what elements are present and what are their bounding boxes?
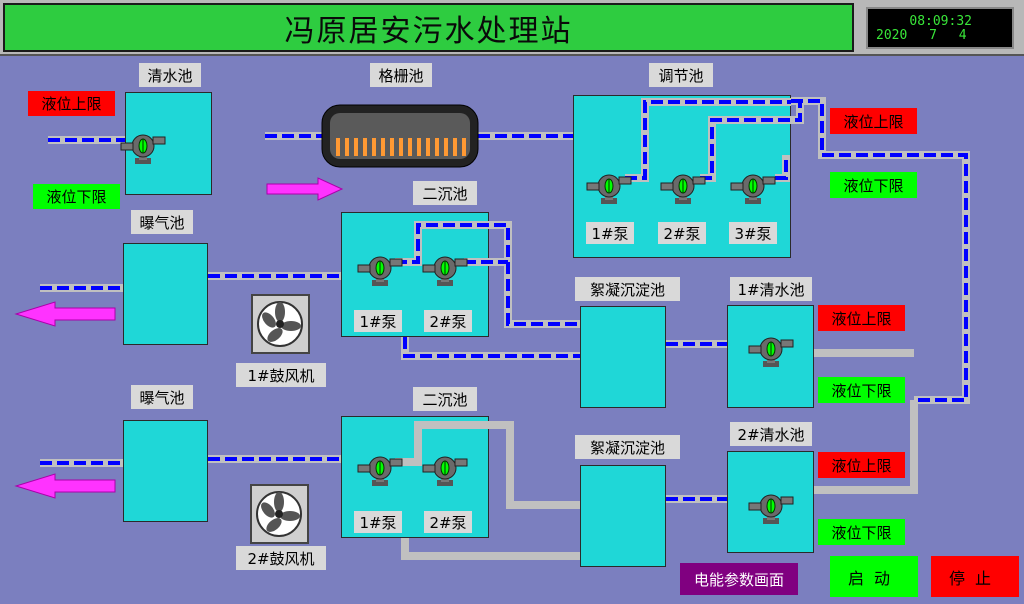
label-settling-tank-1: 二沉池 [413, 181, 477, 205]
pump-label-tj2[interactable]: 2#泵 [658, 222, 706, 244]
fan-icon [257, 301, 303, 347]
pump-label-ec2a[interactable]: 1#泵 [354, 511, 402, 533]
blower-2[interactable] [250, 484, 309, 544]
stop-button[interactable]: 停止 [931, 556, 1019, 597]
alarm-low-clear-water: 液位下限 [33, 184, 120, 209]
alarm-low-regulating: 液位下限 [830, 172, 917, 198]
label-clear-water-tank-1: 1#清水池 [730, 277, 812, 301]
label-flocculation-tank-2: 絮凝沉淀池 [575, 435, 680, 459]
label-blower-1: 1#鼓风机 [236, 363, 326, 387]
alarm-low-clear-water-2: 液位下限 [818, 519, 905, 545]
fan-icon [256, 491, 302, 537]
aeration-tank-1[interactable] [123, 243, 208, 345]
label-blower-2: 2#鼓风机 [236, 546, 326, 570]
clock-date: 2020 7 4 [876, 28, 967, 43]
label-flocculation-tank-1: 絮凝沉淀池 [575, 277, 680, 301]
energy-params-button[interactable]: 电能参数画面 [680, 563, 798, 595]
page-title: 冯原居安污水处理站 [3, 3, 854, 52]
pump-label-ec1a[interactable]: 1#泵 [354, 310, 402, 332]
label-clear-water-tank: 清水池 [139, 63, 201, 87]
alarm-high-clear-water-2: 液位上限 [818, 452, 905, 478]
start-button[interactable]: 启动 [830, 556, 918, 597]
label-clear-water-tank-2: 2#清水池 [730, 422, 812, 446]
flocculation-tank-2[interactable] [580, 465, 666, 567]
label-aeration-tank-2: 曝气池 [131, 385, 193, 409]
aeration-tank-2[interactable] [123, 420, 208, 522]
pump-label-tj3[interactable]: 3#泵 [729, 222, 777, 244]
alarm-high-clear-water-1: 液位上限 [818, 305, 905, 331]
label-grille-tank: 格栅池 [370, 63, 432, 87]
blower-1[interactable] [251, 294, 310, 354]
pump-label-ec2b[interactable]: 2#泵 [424, 511, 472, 533]
pump-label-tj1[interactable]: 1#泵 [586, 222, 634, 244]
label-settling-tank-2: 二沉池 [413, 387, 477, 411]
alarm-low-clear-water-1: 液位下限 [818, 377, 905, 403]
label-aeration-tank-1: 曝气池 [131, 210, 193, 234]
pump-label-ec1b[interactable]: 2#泵 [424, 310, 472, 332]
flocculation-tank-1[interactable] [580, 306, 666, 408]
label-regulating-tank: 调节池 [649, 63, 713, 87]
clock-display: 08:09:32 2020 7 4 [866, 7, 1014, 49]
clock-time: 08:09:32 [909, 14, 972, 29]
grille-tank [321, 104, 479, 168]
alarm-high-regulating: 液位上限 [830, 108, 917, 134]
alarm-high-clear-water: 液位上限 [28, 91, 115, 116]
